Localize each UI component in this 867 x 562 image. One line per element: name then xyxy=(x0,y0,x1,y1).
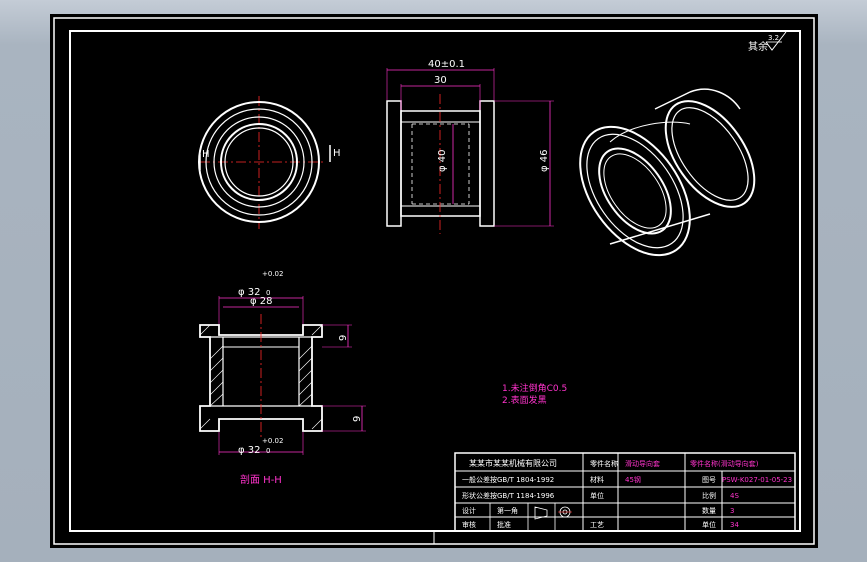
part-name-label: 零件名称 xyxy=(590,459,618,468)
side-view: 40±0.1 30 φ 40 φ 46 xyxy=(386,59,554,234)
section-top-dim: φ 32 xyxy=(238,287,261,298)
approve-label: 批准 xyxy=(497,520,511,529)
scale-label: 比例 xyxy=(702,491,716,500)
material-label: 材料 xyxy=(590,475,604,484)
section-top-tol-low: 0 xyxy=(266,289,270,297)
qty-label: 数量 xyxy=(702,506,716,515)
projection-label: 第一角 xyxy=(497,506,518,515)
note-line-2: 2.表面发黑 xyxy=(502,394,547,406)
section-right-dim-lower: 9 xyxy=(352,416,363,422)
section-mark-left: H xyxy=(202,149,210,160)
tolerance-std-1: 一般公差按GB/T 1804-1992 xyxy=(462,475,554,484)
isometric-view xyxy=(579,88,756,257)
unit-value: 34 xyxy=(730,521,739,529)
note-line-1: 1.未注倒角C0.5 xyxy=(502,382,567,394)
drawing-no-label: 图号 xyxy=(702,476,716,484)
dim-bore: φ 40 xyxy=(437,150,448,173)
tech-notes: 1.未注倒角C0.5 2.表面发黑 xyxy=(502,382,567,406)
roughness-label: 其余 xyxy=(748,40,768,53)
dim-outer: φ 46 xyxy=(539,150,550,173)
section-top-tol: +0.02 xyxy=(262,270,283,278)
inner-border xyxy=(69,30,801,532)
company-name: 某某市某某机械有限公司 xyxy=(469,458,557,468)
drawing-sheet: 其余 3.2 H H xyxy=(50,14,818,548)
tolerance-std-2: 形状公差按GB/T 1184-1996 xyxy=(462,491,555,500)
unit-label-2: 单位 xyxy=(702,520,716,529)
drawing-number: PSW-K027-01-05-23 xyxy=(722,476,792,484)
header-extra: 零件名称(滑动导向套) xyxy=(690,459,759,468)
section-bottom-dim: φ 32 xyxy=(238,445,261,456)
unit-label: 单位 xyxy=(590,491,604,500)
process-label: 工艺 xyxy=(590,521,604,529)
design-label: 设计 xyxy=(462,506,476,515)
section-bottom-tol: +0.02 xyxy=(262,437,283,445)
roughness-value: 3.2 xyxy=(768,34,779,42)
section-mark-right: H xyxy=(333,148,341,159)
qty-value: 3 xyxy=(730,507,734,515)
drawing-canvas[interactable]: 其余 3.2 H H xyxy=(50,14,818,548)
section-inner-dim: φ 28 xyxy=(250,296,273,307)
part-name: 滑动导向套 xyxy=(625,459,660,468)
section-right-dim-upper: 9 xyxy=(338,335,349,341)
title-block: 某某市某某机械有限公司 一般公差按GB/T 1804-1992 形状公差按GB/… xyxy=(433,452,796,544)
front-view: H H xyxy=(198,96,341,229)
scale-value: 4S xyxy=(730,492,739,500)
roughness-symbol: 其余 3.2 xyxy=(748,31,787,53)
section-view: φ 32 +0.02 0 φ 28 9 xyxy=(199,270,366,486)
dim-inner-length: 30 xyxy=(434,75,447,86)
projection-symbol xyxy=(534,506,572,520)
material-value: 45钢 xyxy=(625,475,641,484)
section-bottom-tol-low: 0 xyxy=(266,447,270,455)
section-label: 剖面 H-H xyxy=(240,473,282,486)
check-label: 审核 xyxy=(462,520,476,529)
dim-total-length: 40±0.1 xyxy=(428,59,465,70)
